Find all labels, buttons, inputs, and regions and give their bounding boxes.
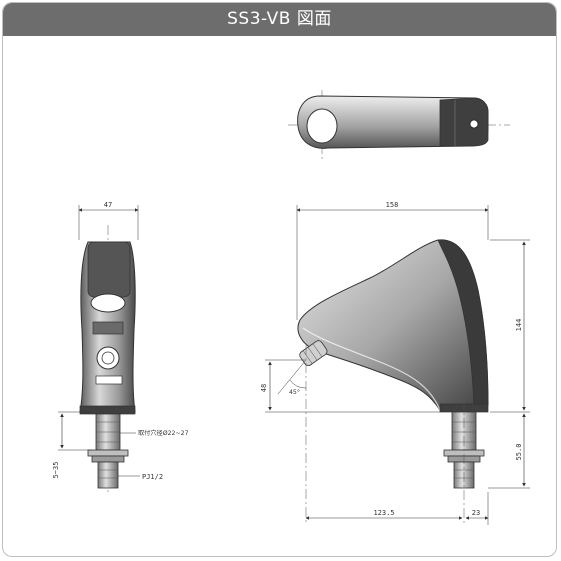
drawing-frame: SS3-VB 図面 [2, 2, 557, 557]
top-view [288, 90, 510, 160]
title-banner: SS3-VB 図面 [3, 3, 556, 36]
reach-label: 123.5 [373, 509, 394, 517]
front-view: 47 5~35 [52, 201, 189, 495]
mount-thickness-label: 5~35 [52, 462, 60, 479]
side-view: 158 [260, 201, 530, 525]
outlet-height-label: 48 [260, 384, 268, 392]
pipe-thread-label: PJ1/2 [142, 473, 163, 481]
back-offset-label: 23 [472, 509, 480, 517]
page-title: SS3-VB 図面 [227, 9, 332, 29]
front-width-label: 47 [104, 201, 112, 209]
side-length-label: 158 [386, 201, 399, 209]
outlet-nozzle [299, 340, 328, 366]
hole-diameter-note: 取付穴径Ø22~27 [138, 429, 189, 437]
height-label: 144 [515, 319, 523, 332]
outlet-angle-label: 45° [289, 388, 300, 396]
base-height-label: 55.0 [515, 444, 523, 461]
